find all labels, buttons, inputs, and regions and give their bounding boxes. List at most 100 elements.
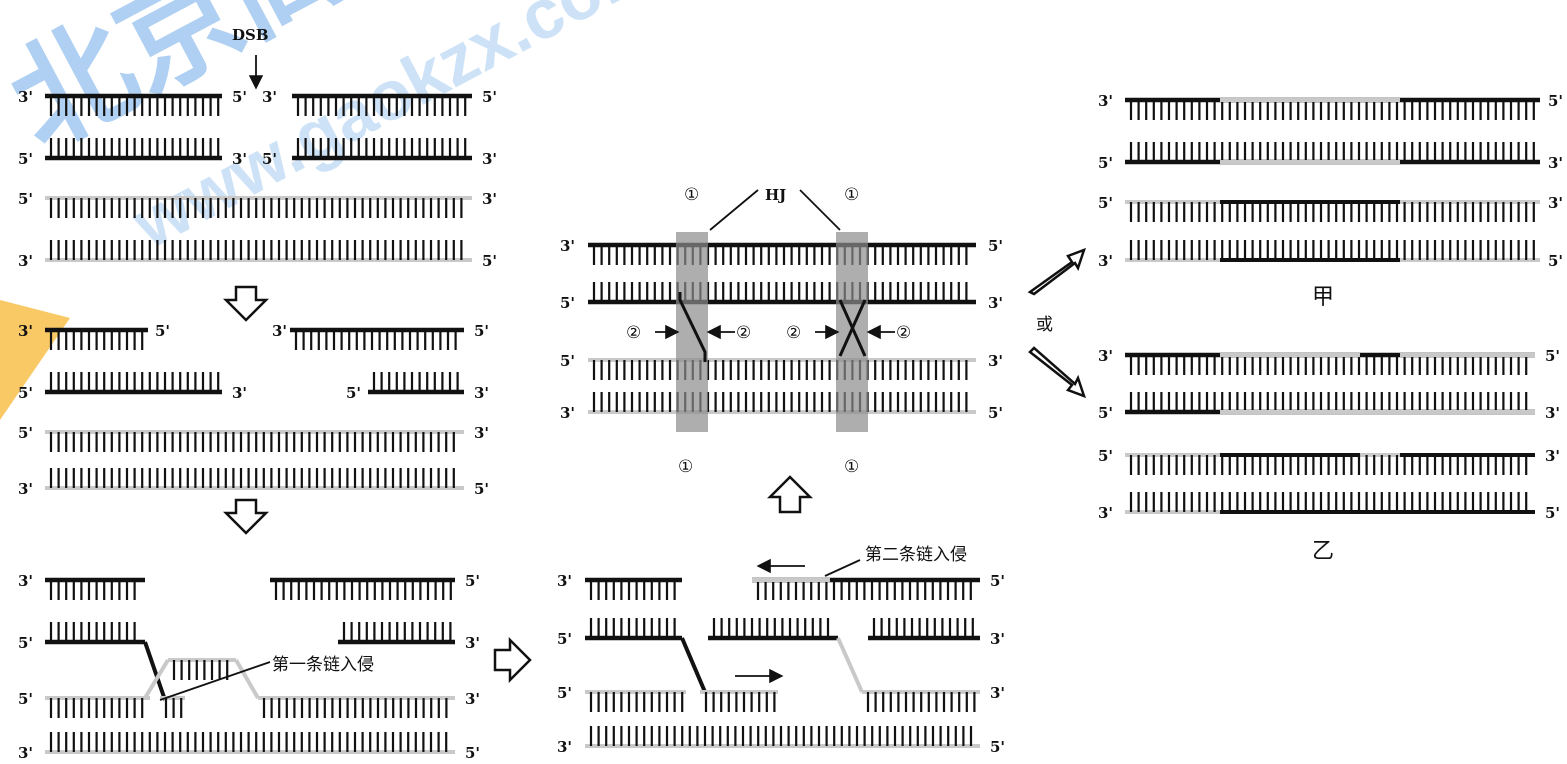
end-label: 3' bbox=[1098, 252, 1113, 270]
end-label: 3' bbox=[474, 424, 489, 442]
base-pair-teeth bbox=[1129, 455, 1528, 475]
end-label: 3' bbox=[262, 88, 277, 106]
base-pair-teeth bbox=[756, 580, 972, 600]
dna-strand-30 bbox=[708, 618, 838, 641]
marker-2-d: ② bbox=[896, 323, 911, 343]
dna-strand-22 bbox=[258, 696, 455, 718]
end-label: 3' bbox=[990, 630, 1005, 648]
dna-strand-37 bbox=[588, 242, 976, 265]
base-pair-teeth bbox=[49, 622, 136, 642]
dna-strand-41 bbox=[1125, 97, 1540, 120]
base-pair-teeth bbox=[49, 698, 144, 718]
base-pair-teeth bbox=[296, 96, 467, 116]
dna-strand-5 bbox=[45, 196, 472, 218]
end-label: 3' bbox=[474, 384, 489, 402]
dna-strand-10 bbox=[368, 372, 464, 395]
dna-strand-52 bbox=[1125, 392, 1535, 415]
base-pair-teeth bbox=[262, 698, 448, 718]
dna-strand-21 bbox=[45, 696, 150, 718]
dna-strand-24 bbox=[45, 732, 455, 754]
end-label: 5' bbox=[1098, 154, 1113, 172]
end-label: 5' bbox=[560, 294, 575, 312]
end-label: 5' bbox=[1098, 447, 1113, 465]
base-pair-teeth bbox=[589, 692, 684, 712]
end-label: 5' bbox=[990, 738, 1005, 756]
dna-strand-9 bbox=[45, 372, 222, 395]
base-pair-teeth bbox=[372, 372, 459, 392]
base-pair-teeth bbox=[1129, 392, 1528, 412]
end-label: 5' bbox=[557, 684, 572, 702]
end-label: 3' bbox=[272, 322, 287, 340]
hj-leader-right bbox=[799, 189, 841, 231]
or-label: 或 bbox=[1036, 315, 1053, 335]
marker-2-b: ② bbox=[736, 323, 751, 343]
base-pair-teeth bbox=[704, 692, 776, 712]
base-pair-teeth bbox=[1129, 142, 1535, 162]
end-label: 3' bbox=[482, 150, 497, 168]
down-arrow-1 bbox=[222, 285, 270, 322]
base-pair-teeth bbox=[49, 580, 136, 600]
strand-layer bbox=[45, 93, 1540, 754]
right-arrow bbox=[493, 636, 532, 684]
end-label: 5' bbox=[474, 322, 489, 340]
base-pair-teeth bbox=[592, 360, 968, 380]
end-label: 3' bbox=[990, 684, 1005, 702]
dna-strand-33 bbox=[585, 690, 686, 712]
end-label: 3' bbox=[988, 294, 1003, 312]
base-pair-teeth bbox=[1129, 100, 1535, 120]
product-b-label: 乙 bbox=[1312, 539, 1334, 564]
diag-arrow-up bbox=[1027, 247, 1087, 296]
dna-strand-34 bbox=[700, 690, 778, 712]
end-label: 5' bbox=[18, 150, 33, 168]
dna-strand-29 bbox=[868, 618, 980, 641]
base-pair-teeth bbox=[866, 692, 976, 712]
end-label: 5' bbox=[1098, 194, 1113, 212]
end-label: 3' bbox=[1545, 447, 1560, 465]
dna-strand-17 bbox=[143, 641, 167, 701]
base-pair-teeth bbox=[1129, 355, 1528, 375]
end-label: 3' bbox=[465, 634, 480, 652]
dna-strand-31 bbox=[680, 637, 707, 693]
end-label: 5' bbox=[988, 237, 1003, 255]
base-pair-teeth bbox=[589, 726, 973, 746]
base-pair-teeth bbox=[712, 618, 830, 638]
dna-strand-23 bbox=[160, 696, 185, 718]
marker-2-a: ② bbox=[626, 323, 641, 343]
junction-right-cross-b bbox=[838, 299, 867, 357]
end-label: 3' bbox=[18, 572, 33, 590]
base-pair-teeth bbox=[589, 618, 676, 638]
base-pair-teeth bbox=[342, 622, 452, 642]
dna-strand-20 bbox=[234, 658, 260, 700]
base-pair-teeth bbox=[49, 240, 463, 260]
end-label: 3' bbox=[1548, 154, 1563, 172]
base-pair-teeth bbox=[1129, 202, 1535, 222]
second-invasion-leader bbox=[824, 559, 861, 577]
dna-strand-8 bbox=[290, 327, 464, 350]
first-invasion-label: 第一条链入侵 bbox=[272, 655, 374, 675]
second-invasion-label: 第二条链入侵 bbox=[865, 545, 967, 565]
base-pair-teeth bbox=[592, 245, 968, 265]
watermark-orange-shape bbox=[0, 300, 70, 420]
dna-strand-54 bbox=[1125, 453, 1535, 475]
base-pair-teeth bbox=[49, 138, 220, 158]
end-label: 5' bbox=[18, 424, 33, 442]
base-pair-teeth bbox=[49, 330, 144, 350]
base-pair-teeth bbox=[49, 732, 448, 752]
base-pair-teeth bbox=[1129, 492, 1528, 512]
marker-1-top-left: ① bbox=[684, 185, 699, 205]
holliday-junctions bbox=[676, 232, 868, 432]
end-label: 3' bbox=[1545, 404, 1560, 422]
dna-strand-38 bbox=[588, 282, 976, 305]
base-pair-teeth bbox=[49, 468, 455, 488]
base-pair-teeth bbox=[49, 96, 220, 116]
process-arrows bbox=[222, 247, 1087, 684]
diagram-labels: DSB HJ ① ① ① ① ② ② ② ② 第一条链入侵 第二条链入侵 或 甲… bbox=[232, 26, 1334, 675]
dna-strand-13 bbox=[45, 577, 145, 600]
marker-1-bottom-right: ① bbox=[844, 457, 859, 477]
up-arrow bbox=[766, 475, 814, 514]
base-pair-teeth bbox=[296, 138, 467, 158]
dna-strand-7 bbox=[45, 327, 148, 350]
end-label: 3' bbox=[557, 738, 572, 756]
dna-strand-15 bbox=[45, 622, 145, 645]
